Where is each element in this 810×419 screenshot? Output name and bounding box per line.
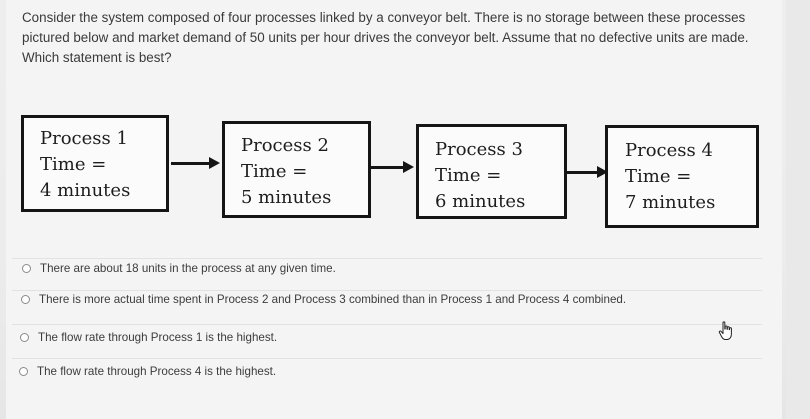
process-time-label: Time = <box>241 161 308 182</box>
radio-unselected-icon[interactable] <box>21 295 30 304</box>
process-time-value: 7 minutes <box>625 192 716 213</box>
process-time-label: Time = <box>625 166 692 187</box>
option-1-text: There are about 18 units in the process … <box>40 262 336 275</box>
question-text: Consider the system composed of four pro… <box>22 10 749 65</box>
hand-pointer-icon <box>718 321 732 340</box>
conveyor-arrow-1 <box>171 157 220 169</box>
option-4[interactable]: The flow rate through Process 4 is the h… <box>19 365 276 378</box>
process-time-value: 6 minutes <box>435 191 526 212</box>
process-time-value: 5 minutes <box>241 187 332 208</box>
process-name: Process 4 <box>625 140 713 161</box>
option-2-text: There is more actual time spent in Proce… <box>39 293 627 306</box>
option-divider <box>12 324 762 325</box>
option-divider <box>12 258 762 259</box>
process-time-label: Time = <box>435 165 502 186</box>
process-name: Process 1 <box>40 128 128 149</box>
process-name: Process 2 <box>241 135 329 156</box>
process-time-label: Time = <box>40 154 107 175</box>
radio-unselected-icon[interactable] <box>19 367 28 376</box>
option-2[interactable]: There is more actual time spent in Proce… <box>21 293 626 306</box>
option-divider <box>12 290 762 291</box>
option-4-text: The flow rate through Process 4 is the h… <box>37 365 277 378</box>
radio-unselected-icon[interactable] <box>20 333 29 342</box>
process-4-box: Process 4 Time = 7 minutes <box>605 125 759 228</box>
process-name: Process 3 <box>435 139 523 160</box>
process-2-box: Process 2 Time = 5 minutes <box>222 121 371 218</box>
option-3-text: The flow rate through Process 1 is the h… <box>38 331 278 344</box>
process-1-box: Process 1 Time = 4 minutes <box>21 115 169 212</box>
page-margin <box>786 0 810 419</box>
option-3[interactable]: The flow rate through Process 1 is the h… <box>20 331 277 344</box>
option-1[interactable]: There are about 18 units in the process … <box>22 262 336 275</box>
conveyor-arrow-3 <box>567 166 608 178</box>
process-time-value: 4 minutes <box>40 180 131 201</box>
conveyor-arrow-2 <box>371 161 414 173</box>
radio-unselected-icon[interactable] <box>22 264 31 273</box>
process-3-box: Process 3 Time = 6 minutes <box>416 124 567 219</box>
option-divider <box>12 358 762 359</box>
